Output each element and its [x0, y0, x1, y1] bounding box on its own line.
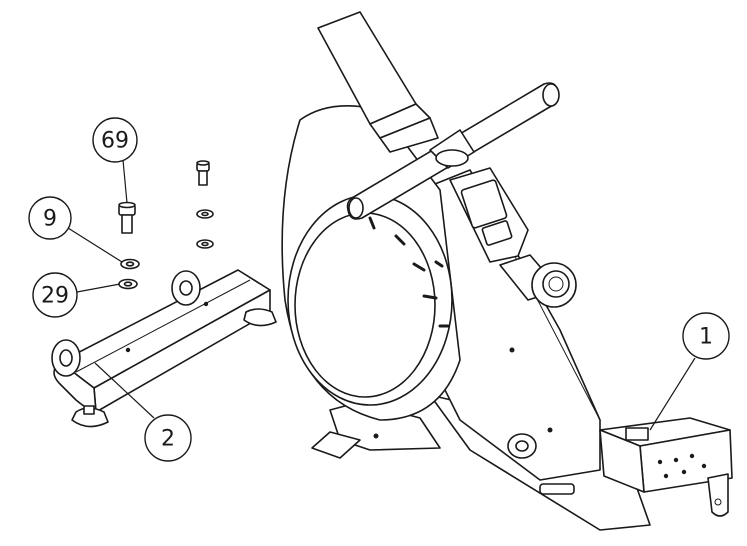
tablet-holder	[317, 11, 439, 153]
callout-circle-69	[92, 117, 138, 163]
callout-9: 9	[28, 196, 123, 263]
callout-circle-9	[28, 196, 72, 240]
leader-line-1	[649, 357, 696, 431]
washer-9	[120, 258, 140, 270]
bolt-small	[196, 160, 210, 186]
callout-circle-1	[682, 312, 730, 360]
washer-small-1	[196, 209, 214, 219]
washer-small-2	[196, 239, 214, 249]
callout-69: 69	[92, 117, 138, 204]
callout-label-29: 29	[41, 284, 69, 309]
callout-circle-2	[144, 414, 192, 462]
washer-29	[118, 278, 138, 290]
tension-knob	[499, 254, 577, 308]
bolt-69	[118, 201, 136, 234]
leader-line-9	[67, 227, 123, 263]
callout-label-2: 2	[161, 427, 175, 452]
callout-1: 1	[649, 312, 730, 431]
callout-label-1: 1	[699, 325, 713, 350]
rear-stabilizer	[599, 417, 733, 517]
handlebar	[346, 82, 560, 220]
leader-line-29	[76, 283, 121, 293]
callout-29: 29	[32, 272, 121, 318]
callout-label-9: 9	[43, 207, 57, 232]
leader-line-69	[122, 159, 128, 204]
front-stabilizer	[51, 269, 277, 428]
leader-line-2	[94, 362, 155, 419]
callout-circle-29	[32, 272, 78, 318]
callout-2: 2	[94, 362, 192, 462]
console	[449, 167, 529, 263]
callout-label-69: 69	[101, 129, 129, 154]
main-frame	[281, 105, 651, 531]
